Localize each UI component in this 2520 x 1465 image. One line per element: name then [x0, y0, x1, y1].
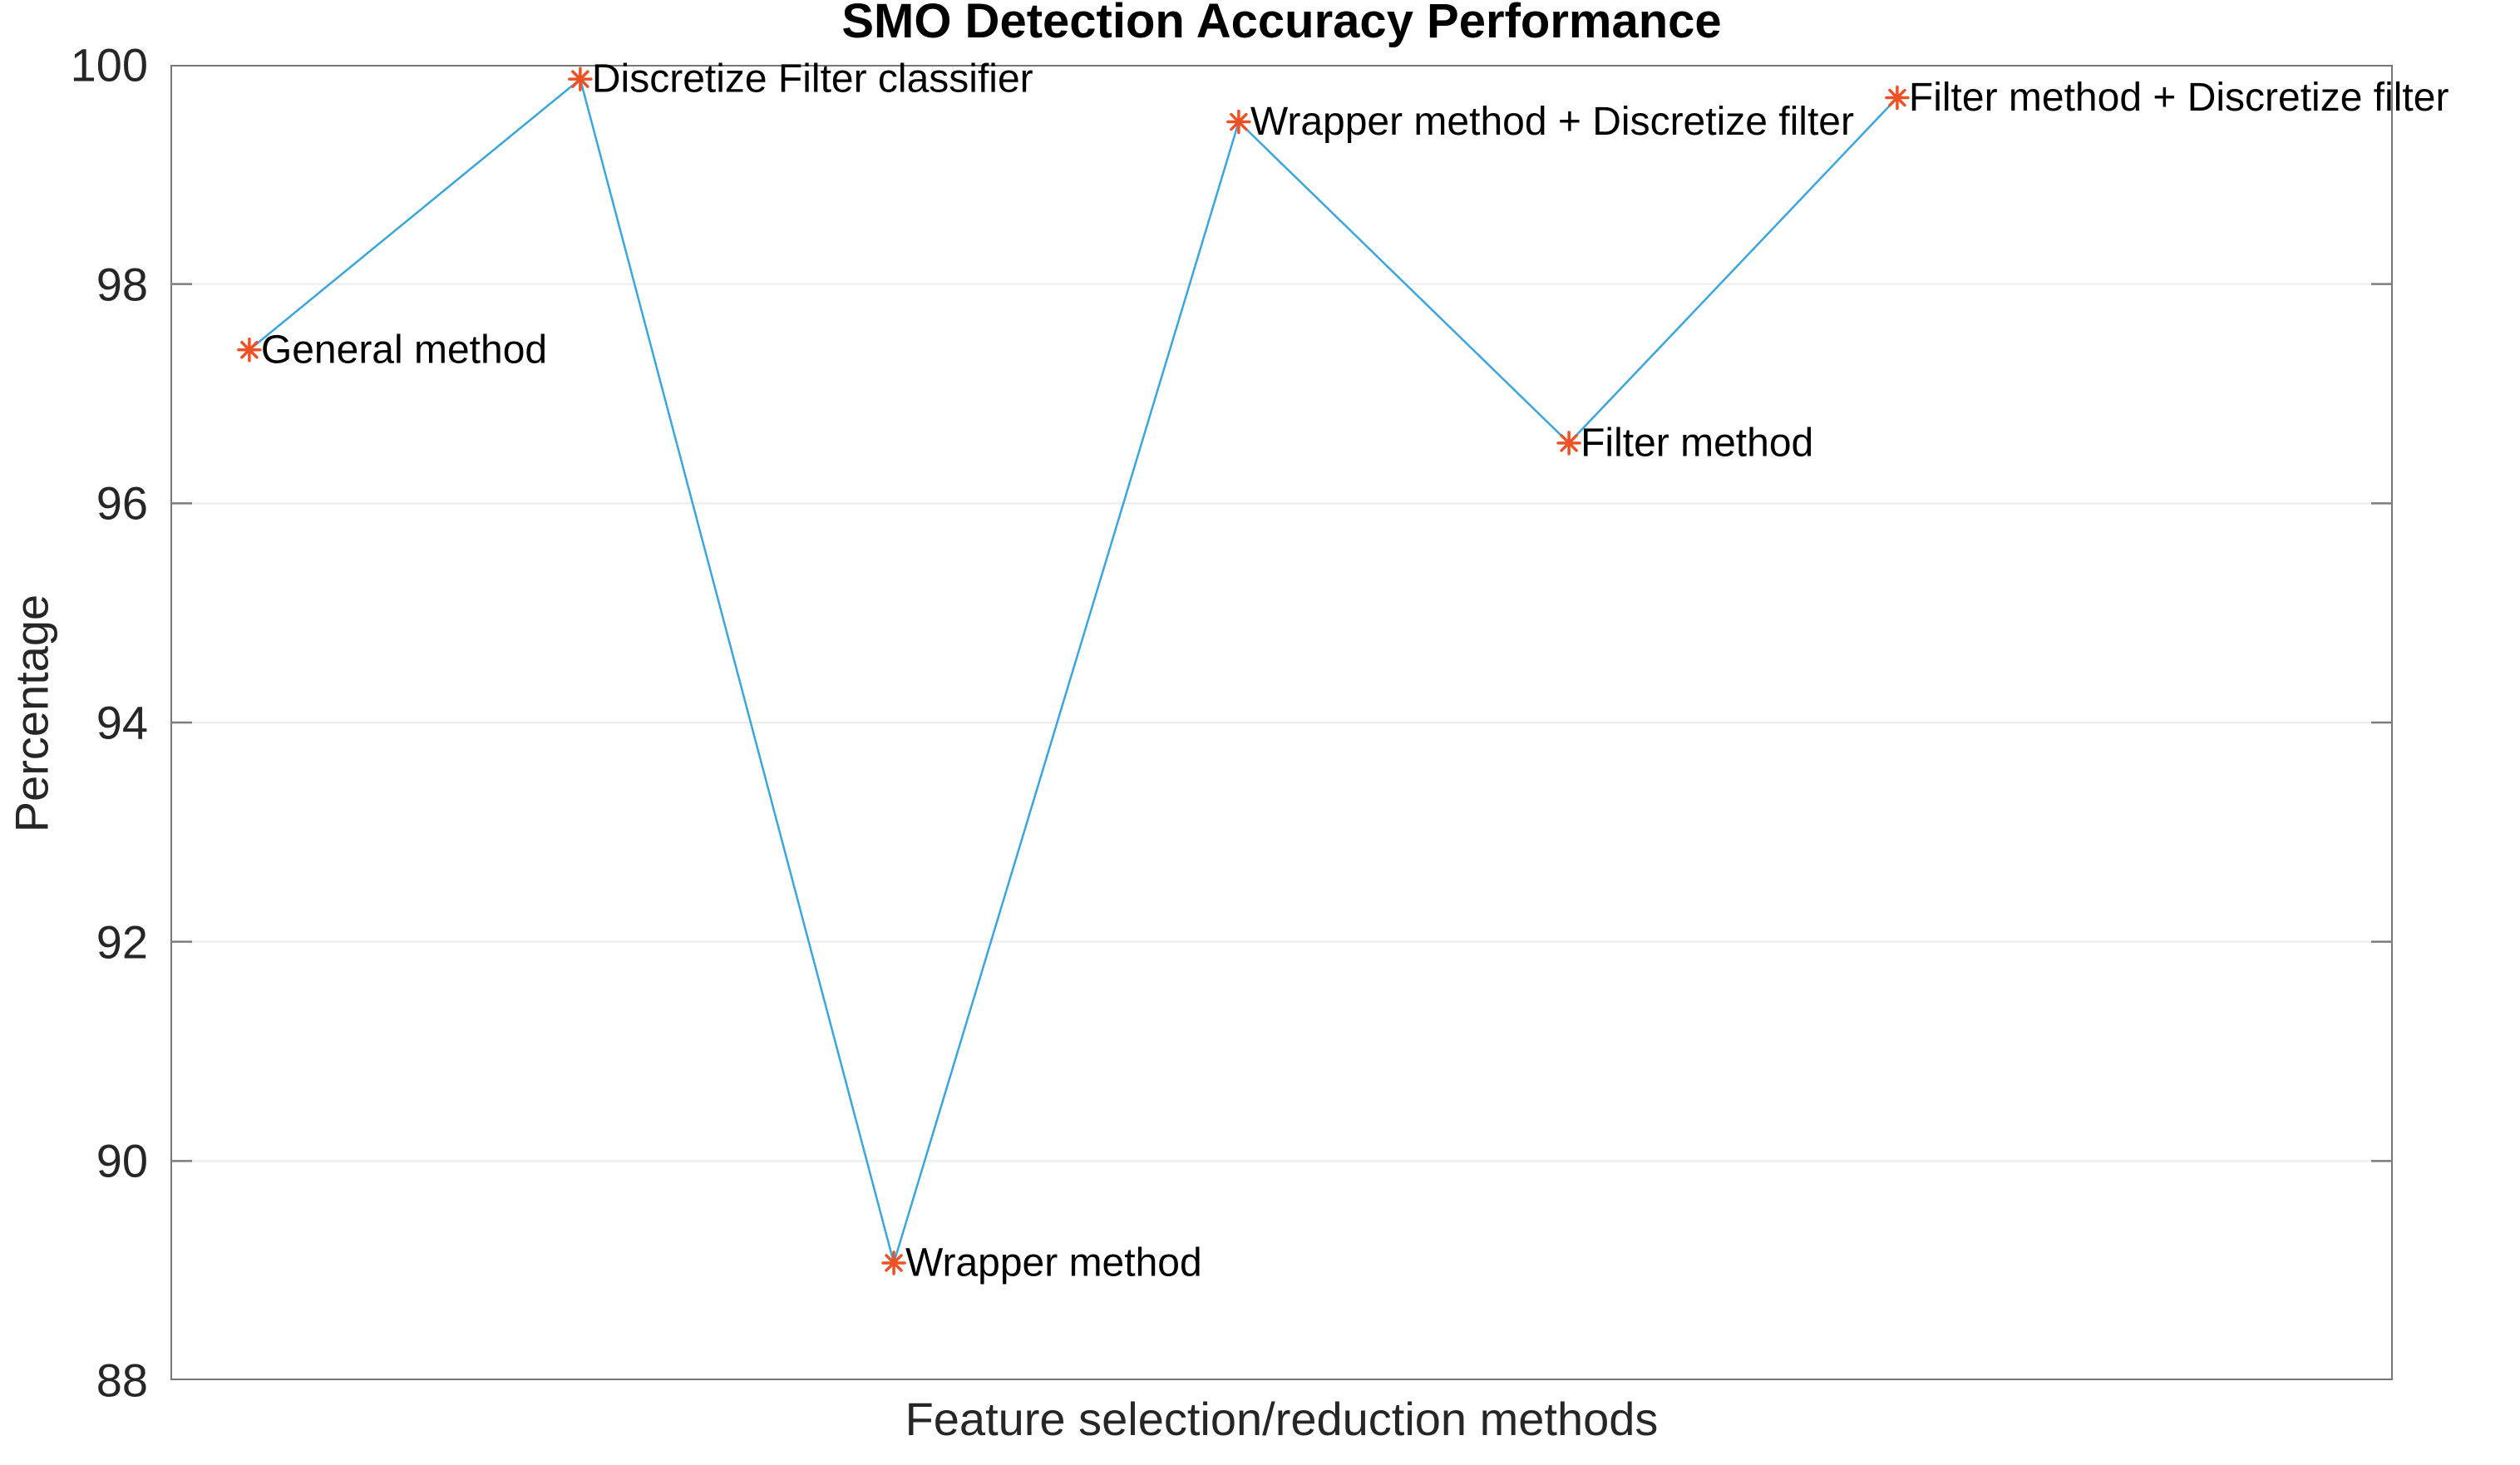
y-tick-label: 98 [96, 258, 148, 311]
data-point-marker [1556, 431, 1581, 456]
data-point-label: Wrapper method + Discretize filter [1250, 100, 1854, 144]
y-tick-label: 88 [96, 1354, 148, 1407]
y-tick-label: 96 [96, 476, 148, 530]
y-tick-label: 94 [96, 696, 148, 749]
y-tick-label: 100 [70, 38, 148, 91]
chart-canvas: General method Discretize Filter classifi… [170, 57, 2448, 1380]
plot-area: General method Discretize Filter classifi… [170, 57, 2448, 1380]
data-point-label: General method [261, 328, 547, 372]
chart-title: SMO Detection Accuracy Performance [841, 0, 1722, 48]
data-point-label: Wrapper method [905, 1241, 1202, 1285]
data-point-label: Filter method [1581, 421, 1813, 465]
data-point-marker [237, 338, 262, 363]
data-point-marker [1226, 109, 1251, 135]
data-point-marker [568, 67, 593, 91]
y-tick-label: 90 [96, 1134, 148, 1187]
y-tick-label: 92 [96, 915, 148, 969]
x-axis-label: Feature selection/reduction methods [905, 1393, 1659, 1445]
data-point-label: Filter method + Discretize filter [1909, 76, 2449, 120]
series-line [249, 76, 1898, 1267]
data-point-marker [881, 1250, 906, 1275]
data-point-label: Discretize Filter classifier [592, 57, 1033, 101]
data-point-marker [1885, 85, 1910, 111]
